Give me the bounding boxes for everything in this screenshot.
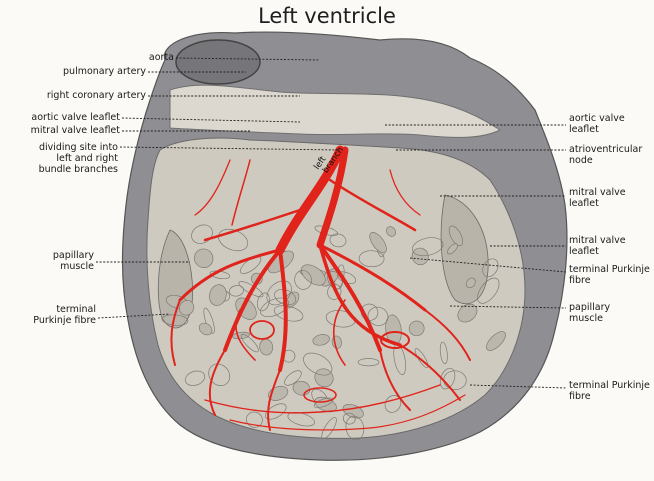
label-aorta: aorta — [100, 52, 174, 63]
label-right-coronary-artery: right coronary artery — [20, 90, 146, 101]
label-papillary-muscle-left: papillary muscle — [20, 250, 94, 272]
label-dividing-site: dividing site into left and right bundle… — [4, 142, 118, 175]
label-aortic-valve-leaflet-right: aortic valve leaflet — [569, 113, 653, 135]
diagram-title: Left ventricle — [0, 4, 654, 28]
label-pulmonary-artery: pulmonary artery — [40, 66, 146, 77]
label-mitral-valve-leaflet-left: mitral valve leaflet — [4, 125, 120, 136]
label-terminal-purkinje-left: terminal Purkinje fibre — [4, 304, 96, 326]
label-atrioventricular-node: atrioventricular node — [569, 144, 653, 166]
label-terminal-purkinje-right-1: terminal Purkinje fibre — [569, 264, 653, 286]
label-mitral-valve-leaflet-right-2: mitral valve leaflet — [569, 235, 653, 257]
aorta-lumen — [176, 40, 260, 84]
label-papillary-muscle-right: papillary muscle — [569, 302, 653, 324]
label-terminal-purkinje-right-2: terminal Purkinje fibre — [569, 380, 653, 402]
label-aortic-valve-leaflet-left: aortic valve leaflet — [4, 112, 120, 123]
label-mitral-valve-leaflet-right-1: mitral valve leaflet — [569, 187, 653, 209]
